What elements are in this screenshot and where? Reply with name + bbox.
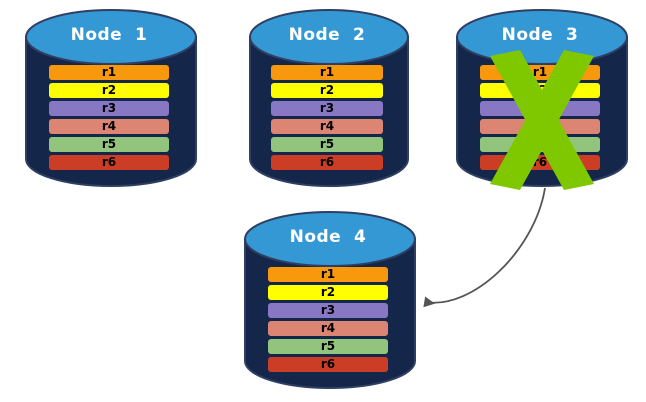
table-row: r1 [271, 65, 383, 80]
row-label: r5 [101, 137, 117, 151]
table-row: r4 [49, 119, 169, 134]
node-1-top-disc [25, 9, 197, 65]
table-row: r2 [49, 83, 169, 98]
row-label: r1 [101, 65, 117, 79]
table-row: r4 [268, 321, 388, 336]
row-label: r6 [101, 155, 117, 169]
table-row: r6 [271, 155, 383, 170]
node-2-rows: r1 r2 r3 r4 r5 r6 [248, 65, 406, 173]
node-3-rows: r1 r2 r3 r4 r5 r6 [455, 65, 625, 173]
row-label: r5 [320, 339, 336, 353]
row-label: r3 [532, 101, 548, 115]
row-label: r2 [532, 83, 548, 97]
table-row: r3 [49, 101, 169, 116]
table-row: r5 [271, 137, 383, 152]
table-row: r2 [271, 83, 383, 98]
table-row: r5 [268, 339, 388, 354]
table-row: r3 [271, 101, 383, 116]
row-label: r5 [319, 137, 335, 151]
table-row: r6 [268, 357, 388, 372]
table-row: r3 [480, 101, 600, 116]
node-1-rows: r1 r2 r3 r4 r5 r6 [24, 65, 194, 173]
table-row: r6 [480, 155, 600, 170]
table-row: r5 [49, 137, 169, 152]
table-row: r1 [480, 65, 600, 80]
table-row: r2 [268, 285, 388, 300]
node-4-top-disc [244, 211, 416, 267]
table-row: r4 [271, 119, 383, 134]
row-label: r1 [532, 65, 548, 79]
row-label: r6 [532, 155, 548, 169]
row-label: r3 [101, 101, 117, 115]
node-2-top-disc [249, 9, 409, 65]
table-row: r3 [268, 303, 388, 318]
row-label: r2 [320, 285, 336, 299]
row-label: r2 [101, 83, 117, 97]
row-label: r4 [101, 119, 117, 133]
table-row: r1 [49, 65, 169, 80]
row-label: r4 [319, 119, 335, 133]
table-row: r2 [480, 83, 600, 98]
row-label: r1 [319, 65, 335, 79]
row-label: r4 [320, 321, 336, 335]
node-3-top-disc [456, 9, 628, 65]
table-row: r1 [268, 267, 388, 282]
row-label: r6 [319, 155, 335, 169]
table-row: r6 [49, 155, 169, 170]
row-label: r3 [320, 303, 336, 317]
row-label: r2 [319, 83, 335, 97]
row-label: r4 [532, 119, 548, 133]
row-label: r5 [532, 137, 548, 151]
row-label: r1 [320, 267, 336, 281]
table-row: r5 [480, 137, 600, 152]
row-label: r6 [320, 357, 336, 371]
node-4-rows: r1 r2 r3 r4 r5 r6 [243, 267, 413, 375]
row-label: r3 [319, 101, 335, 115]
table-row: r4 [480, 119, 600, 134]
